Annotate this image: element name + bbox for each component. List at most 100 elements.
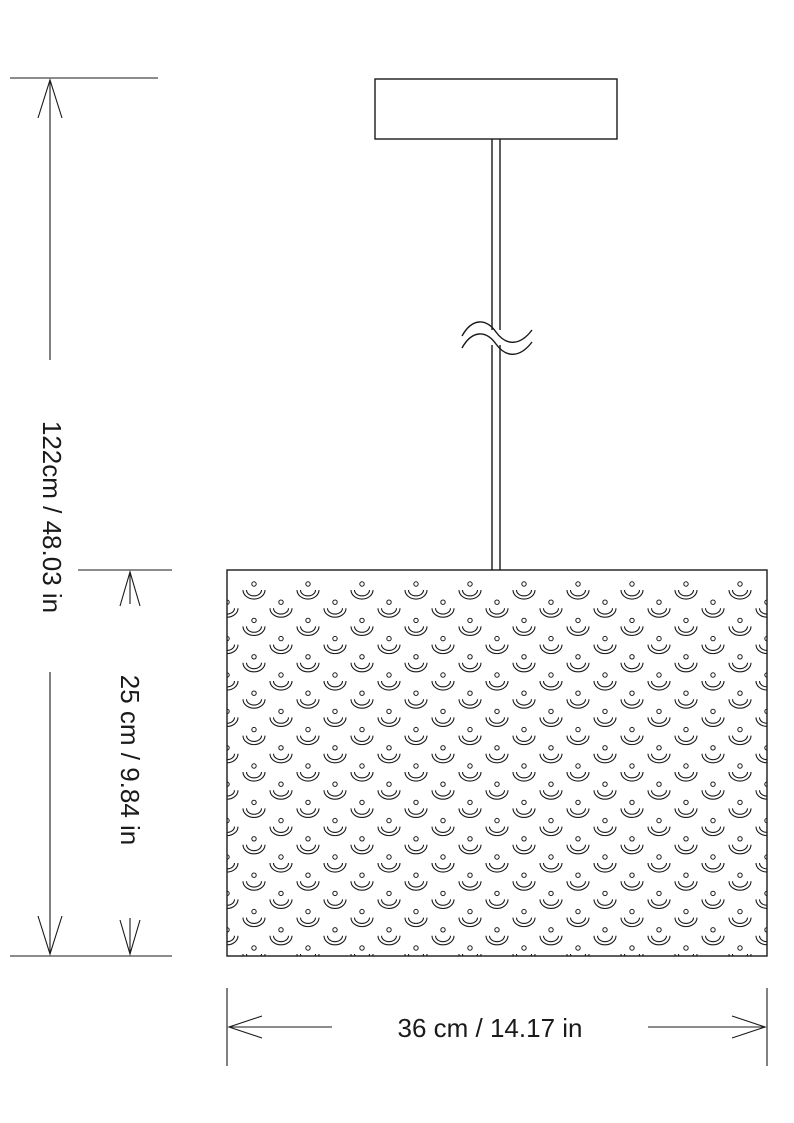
scale-arc xyxy=(539,826,563,837)
scale-arc xyxy=(296,699,320,709)
scale-arc xyxy=(269,753,293,764)
scale-dot xyxy=(764,599,767,605)
scale-arc-inner xyxy=(434,826,452,833)
scale-arc-inner xyxy=(596,753,614,761)
scale-arc xyxy=(377,753,401,764)
scale-dot xyxy=(305,617,311,624)
scale-arc-inner xyxy=(515,953,533,956)
scale-arc xyxy=(350,808,374,818)
scale-arc-inner xyxy=(326,790,344,797)
scale-dot xyxy=(521,945,527,951)
scale-dot xyxy=(710,635,716,642)
scale-dot xyxy=(764,672,767,678)
scale-arc-inner xyxy=(193,736,208,742)
scale-arc-inner xyxy=(596,608,614,615)
scale-arc xyxy=(458,626,482,636)
scale-dot xyxy=(629,872,635,878)
scale-arc xyxy=(485,862,509,873)
scale-arc-inner xyxy=(731,589,749,597)
scale-arc xyxy=(647,826,671,837)
scale-arc xyxy=(323,790,347,800)
scale-dot xyxy=(629,654,635,660)
scale-arc xyxy=(269,790,293,800)
scale-dot xyxy=(332,781,338,787)
scale-dot xyxy=(332,927,338,933)
scale-arc xyxy=(539,680,563,691)
scale-dot xyxy=(629,836,635,842)
scale-arc-inner xyxy=(623,662,641,670)
scale-arc-inner xyxy=(380,862,398,870)
scale-arc-inner xyxy=(760,972,775,978)
scale-arc xyxy=(242,662,266,673)
scale-arc xyxy=(566,917,590,928)
scale-arc-inner xyxy=(542,826,560,833)
scale-dot xyxy=(764,635,767,642)
scale-dot xyxy=(440,817,446,824)
scale-dot xyxy=(629,908,635,915)
scale-dot xyxy=(332,854,338,860)
scale-arc-inner xyxy=(677,808,695,815)
scale-dot xyxy=(656,854,662,860)
scale-dot xyxy=(521,908,527,915)
scale-dot xyxy=(413,654,419,660)
scale-arc-inner xyxy=(787,590,794,596)
scale-dot xyxy=(494,745,500,751)
scale-dot xyxy=(549,964,553,968)
scale-dot xyxy=(386,781,392,787)
scale-dot xyxy=(521,581,527,587)
scale-arc-inner xyxy=(434,862,452,870)
scale-arc xyxy=(647,608,671,618)
scale-arc-inner xyxy=(758,935,767,943)
scale-arc-inner xyxy=(245,844,263,852)
scale-dot xyxy=(386,854,392,860)
scale-arc-inner xyxy=(596,790,614,797)
scale-arc xyxy=(620,699,644,709)
scale-arc-inner xyxy=(407,589,425,597)
scale-dot xyxy=(279,964,283,968)
scale-arc-inner xyxy=(650,644,668,651)
scale-dot xyxy=(198,618,202,622)
scale-arc xyxy=(323,826,347,837)
scale-arc xyxy=(593,935,617,946)
scale-arc-inner xyxy=(704,753,722,761)
scale-arc-inner xyxy=(461,735,479,742)
scale-dot xyxy=(227,781,230,787)
scale-dot xyxy=(251,690,257,696)
scale-arc xyxy=(620,771,644,782)
scale-dot xyxy=(764,890,767,897)
scale-dot xyxy=(440,672,446,678)
scale-dot xyxy=(494,599,500,605)
scale-arc-inner xyxy=(677,917,695,924)
scale-arc xyxy=(512,881,536,891)
scale-arc-inner xyxy=(461,771,479,779)
scale-arc xyxy=(620,589,644,600)
scale-dot xyxy=(359,908,365,915)
scale-arc xyxy=(539,608,563,618)
scale-arc xyxy=(323,935,347,946)
scale-arc xyxy=(755,935,767,946)
scale-dot xyxy=(278,672,284,678)
scale-arc xyxy=(323,717,347,727)
scale-arc xyxy=(485,790,509,800)
scale-dot xyxy=(548,599,554,605)
scale-dot xyxy=(521,690,527,696)
scale-arc-inner xyxy=(515,844,533,852)
scale-arc-inner xyxy=(461,662,479,670)
scale-arc xyxy=(350,735,374,746)
scale-dot xyxy=(711,964,715,968)
scale-arc xyxy=(539,935,563,946)
scale-arc xyxy=(350,917,374,928)
scale-dot xyxy=(467,654,473,660)
scale-arc xyxy=(377,717,401,727)
scale-arc xyxy=(431,826,455,837)
scale-dot xyxy=(602,708,608,715)
scale-arc xyxy=(296,662,320,673)
scale-arc-inner xyxy=(272,608,290,615)
scale-arc xyxy=(269,826,293,837)
scale-dot xyxy=(521,872,527,878)
scale-arc xyxy=(783,699,794,708)
scale-arc-inner xyxy=(193,772,208,778)
scale-dot xyxy=(251,945,257,951)
scale-arc-inner xyxy=(787,918,794,924)
scale-dot xyxy=(656,599,662,605)
